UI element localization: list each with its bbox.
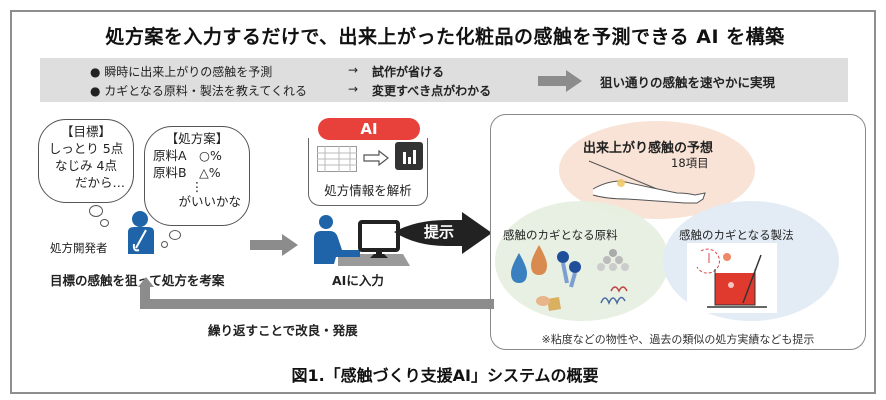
formula-bubble: 【処方案】 原料A ○% 原料B △% ⋮ がいいかな (144, 126, 250, 226)
results-panel: 出来上がり感触の予想 18項目 感触のカギとなる原料 感触のカギとなる製法 (490, 114, 866, 350)
thought-dot (169, 230, 181, 240)
results-note: ※粘度などの物性や、過去の類似の処方実績なども提示 (541, 333, 815, 346)
formula-line-4: がいいかな (178, 194, 241, 209)
thought-dot (161, 241, 168, 248)
goal-line-2: なじみ 4点 (55, 158, 117, 173)
bullet-2: ● カギとなる原料・製法を教えてくれる (90, 84, 307, 98)
flow-arrow-icon (250, 234, 298, 256)
process-label: 感触のカギとなる製法 (679, 228, 794, 242)
process-beaker-icon (687, 243, 777, 313)
formula-line-2: 原料B △% (153, 165, 221, 180)
formula-table-icon (317, 146, 357, 172)
present-label: 提示 (424, 223, 455, 241)
goal-line-3: だから… (74, 175, 125, 190)
figure-title: 処方案を入力するだけで、出来上がった化粧品の感触を予測できる AI を構築 (105, 26, 785, 48)
band-arrow-icon (538, 70, 582, 92)
materials-label: 感触のカギとなる原料 (503, 228, 618, 242)
developer-person-icon (128, 211, 154, 254)
arm-icon (588, 160, 706, 204)
formula-line-1: 原料A ○% (153, 148, 222, 163)
loop-label: 繰り返すことで改良・発展 (208, 323, 358, 338)
goal-line-1: しっとり 5点 (48, 141, 124, 156)
outcome-text: 狙い通りの感触を速やかに実現 (600, 75, 776, 90)
ai-callout: 処方情報を解析 (308, 138, 428, 206)
figure-frame: 処方案を入力するだけで、出来上がった化粧品の感触を予測できる AI を構築 ● … (10, 10, 876, 394)
present-arrow-icon (394, 212, 492, 254)
thought-dot (100, 219, 109, 227)
formula-heading: 【処方案】 (165, 131, 229, 146)
formula-ellipsis: ⋮ (190, 179, 204, 194)
operator-at-computer-icon (314, 215, 410, 266)
materials-area (495, 201, 669, 321)
prediction-count: 18項目 (671, 156, 709, 170)
bullet-1: ● 瞬時に出来上がりの感触を予測 (90, 65, 273, 79)
outline-arrow-icon (363, 150, 389, 166)
figure-caption: 図1.「感触づくり支援AI」システムの概要 (291, 366, 599, 385)
bullet-1-result: 試作が省ける (372, 65, 445, 79)
prediction-title: 出来上がり感触の予想 (583, 141, 714, 156)
thought-dot (89, 205, 103, 217)
ai-input-label: AIに入力 (332, 273, 384, 288)
ingredients-icon (511, 245, 629, 311)
bullet-2-arrow: → (348, 82, 359, 96)
bullet-2-result: 変更すべき点がわかる (372, 84, 492, 98)
goal-bubble: 【目標】 しっとり 5点 なじみ 4点 だから… (38, 119, 134, 203)
developer-role-label: 処方開発者 (50, 241, 108, 255)
goal-heading: 【目標】 (60, 124, 111, 139)
ai-badge: AI (318, 118, 420, 140)
chart-icon (395, 142, 423, 170)
developer-action-label: 目標の感触を狙って処方を考案 (50, 273, 225, 288)
bullet-1-arrow: → (348, 63, 359, 77)
analysis-label: 処方情報を解析 (324, 183, 412, 198)
summary-band: ● 瞬時に出来上がりの感触を予測 ● カギとなる原料・製法を教えてくれる → →… (40, 58, 848, 102)
loop-back-arrow-icon (138, 277, 494, 309)
